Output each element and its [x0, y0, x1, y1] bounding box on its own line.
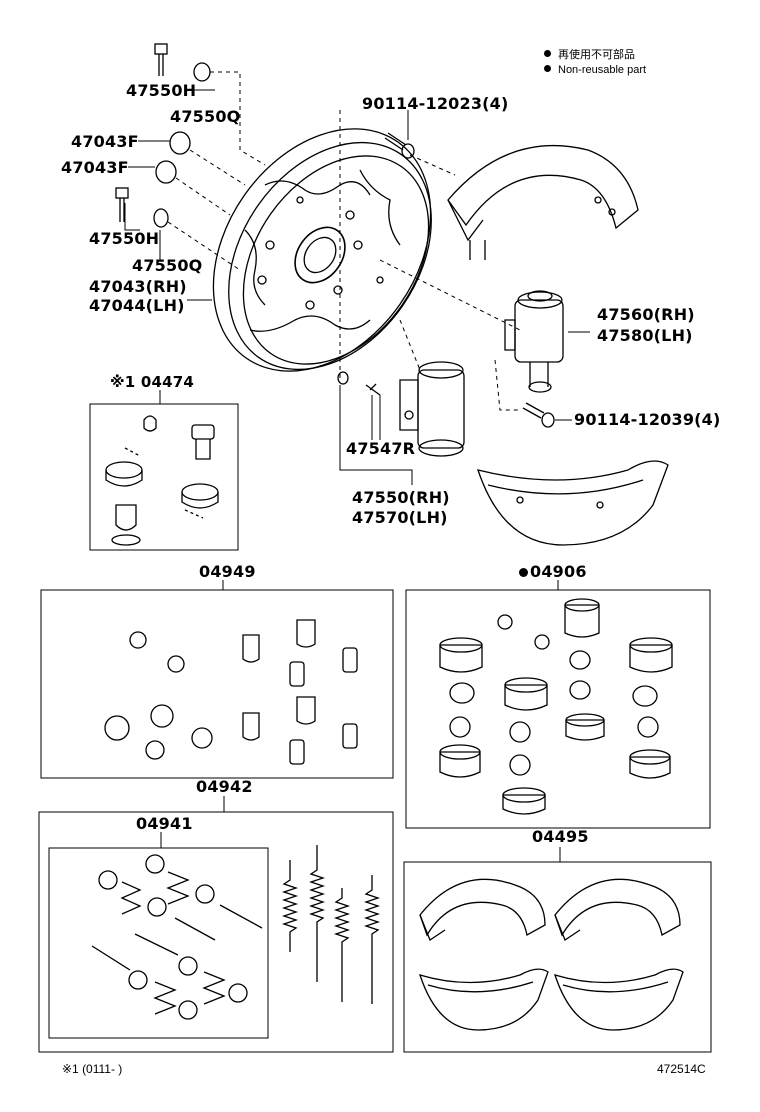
kit-04495-shoes	[418, 878, 684, 1031]
legend-item-jp: 再使用不可部品	[544, 48, 646, 63]
leader-lines	[124, 89, 590, 862]
label-04474: ※1 04474	[110, 373, 195, 391]
dashed-guides	[167, 71, 521, 411]
label-90114-12023: 90114-12023(4)	[362, 94, 509, 113]
label-47044LH: 47044(LH)	[89, 296, 185, 315]
brake-shoe-top-drawing	[447, 144, 639, 260]
label-47550Q-mid: 47550Q	[132, 256, 203, 275]
label-47560RH: 47560(RH)	[597, 305, 695, 324]
kit-04941-parts	[91, 854, 263, 1020]
label-47580LH: 47580(LH)	[597, 326, 693, 345]
label-47547R: 47547R	[346, 439, 416, 458]
non-reusable-bullet-icon	[519, 568, 528, 577]
kit-boxes	[38, 403, 712, 1053]
label-04906: 04906	[519, 563, 587, 581]
label-47550Q-top: 47550Q	[170, 107, 241, 126]
label-47043F-a: 47043F	[71, 132, 139, 151]
label-47570LH: 47570(LH)	[352, 508, 448, 527]
footer-note: ※1 (0111- )	[62, 1062, 123, 1076]
backing-plate-drawing	[212, 128, 432, 372]
label-47043RH: 47043(RH)	[89, 277, 187, 296]
label-04942: 04942	[196, 777, 253, 796]
wheel-cylinder-middle-drawing	[337, 361, 465, 457]
label-47550H-top: 47550H	[126, 81, 197, 100]
kit-04906-parts	[439, 598, 673, 815]
bolt-nut-drawings	[115, 43, 555, 428]
label-04949: 04949	[199, 562, 256, 581]
legend-item-en: Non-reusable part	[544, 63, 646, 78]
label-04495: 04495	[532, 827, 589, 846]
legend: 再使用不可部品 Non-reusable part	[544, 48, 646, 78]
kit-04949-parts	[104, 619, 358, 765]
label-47043F-b: 47043F	[61, 158, 129, 177]
spring-drawings	[281, 845, 381, 1004]
label-47550RH: 47550(RH)	[352, 488, 450, 507]
label-47550H-mid: 47550H	[89, 229, 160, 248]
bullet-icon	[544, 65, 551, 72]
label-90114-12039: 90114-12039(4)	[574, 410, 721, 429]
wheel-cylinder-right-drawing	[504, 290, 564, 393]
bullet-icon	[544, 50, 551, 57]
label-04941: 04941	[136, 814, 193, 833]
legend-text-en: Non-reusable part	[558, 64, 647, 76]
legend-text-jp: 再使用不可部品	[558, 49, 635, 61]
label-04906-text: 04906	[530, 562, 587, 581]
brake-shoe-bottom-drawing	[477, 460, 669, 546]
footer-code: 472514C	[657, 1062, 706, 1076]
kit-04474-parts	[105, 415, 219, 546]
